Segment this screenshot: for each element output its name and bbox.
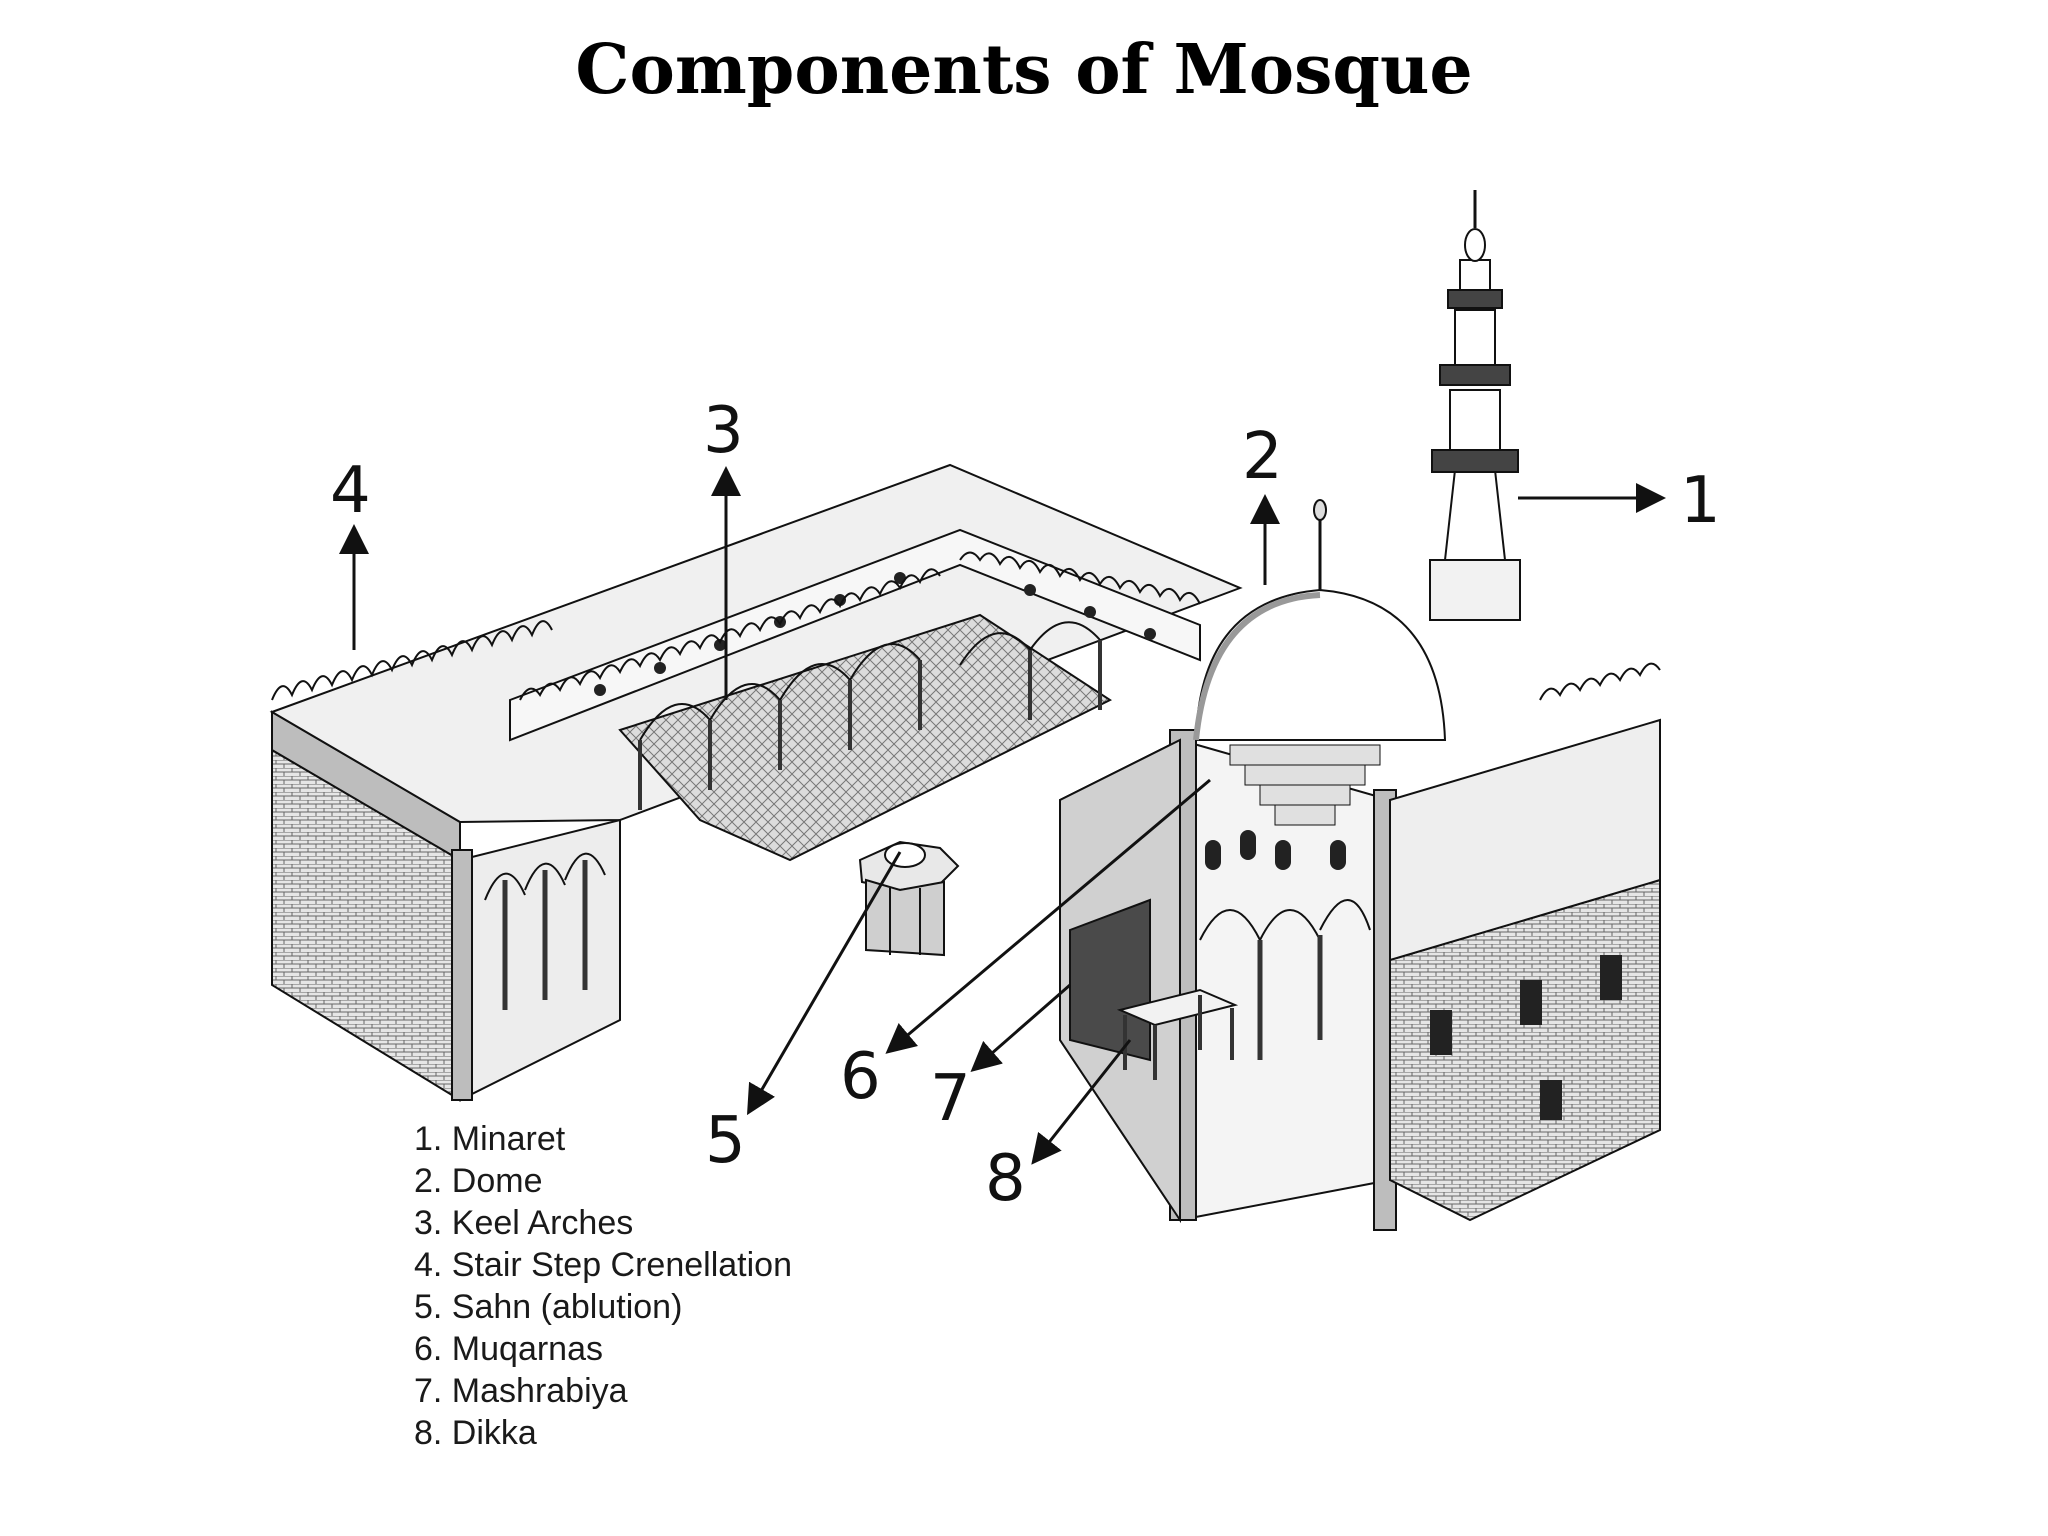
legend-item: 8. Dikka: [414, 1414, 537, 1452]
legend-item: 5. Sahn (ablution): [414, 1288, 683, 1326]
muqarnas: [1229, 744, 1381, 826]
legend-list: 1. Minaret 2. Dome 3. Keel Arches 4. Sta…: [414, 1118, 792, 1454]
arrow-7: [970, 983, 1071, 1072]
dome-chamber: [1059, 499, 1447, 1231]
dikka: [1116, 988, 1239, 1080]
callout-2: 2: [1242, 420, 1283, 494]
minaret: [1429, 190, 1521, 621]
callout-8: 8: [985, 1142, 1026, 1216]
callout-5: 5: [705, 1104, 746, 1178]
left-arcade: [451, 818, 621, 1102]
ablution-fountain: [858, 840, 960, 957]
arrow-8: [1031, 1039, 1132, 1165]
legend-item: 4. Stair Step Crenellation: [414, 1246, 792, 1284]
legend-item: 3. Keel Arches: [414, 1204, 634, 1242]
callout-3: 3: [703, 394, 744, 468]
legend-item: 7. Mashrabiya: [414, 1372, 628, 1410]
callout-1: 1: [1680, 464, 1721, 538]
courtyard-floor: [618, 613, 1113, 862]
legend-item: 2. Dome: [414, 1162, 543, 1200]
arrow-6: [885, 778, 1211, 1054]
callout-4: 4: [330, 454, 371, 528]
legend-item: 6. Muqarnas: [414, 1330, 603, 1368]
page-title: Components of Mosque: [575, 30, 1473, 110]
legend-item: 1. Minaret: [414, 1120, 566, 1158]
callout-7: 7: [930, 1062, 971, 1136]
right-wall: [1389, 718, 1661, 1222]
arrow-5: [746, 851, 902, 1116]
callout-6: 6: [840, 1040, 881, 1114]
callout-arrows: [339, 466, 1666, 1165]
mashrabiya: [1069, 898, 1151, 1062]
